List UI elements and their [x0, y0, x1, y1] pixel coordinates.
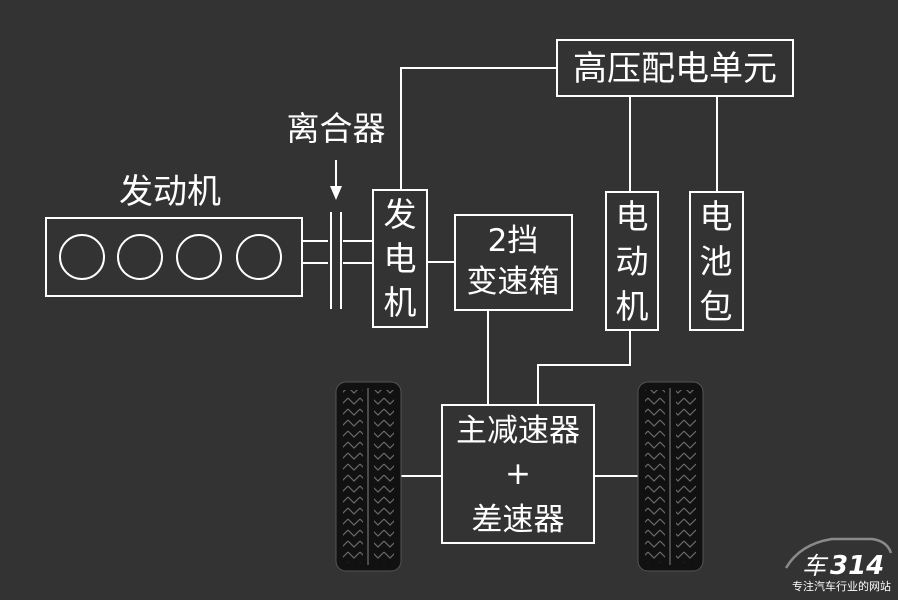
battery-label-char: 包: [700, 287, 733, 326]
reducer-label-line2: 差速器: [472, 502, 565, 538]
generator-box: [372, 189, 428, 328]
final-drive-differential: 主减速器 + 差速器: [441, 404, 595, 544]
hv-unit-label: 高压配电单元: [573, 49, 777, 89]
reducer-box: [441, 404, 595, 544]
engine-box: [45, 217, 303, 297]
motor-label-char: 动: [616, 242, 649, 281]
reducer-label-plus: +: [505, 456, 531, 492]
clutch: 离合器: [287, 109, 386, 309]
generator-label-char: 电: [384, 239, 417, 278]
left-tire-tread: [374, 390, 394, 563]
left-tire-tread: [343, 390, 363, 563]
connection-lines: [302, 67, 718, 477]
motor-label-char: 电: [616, 197, 649, 236]
gearbox-box: [454, 214, 573, 311]
engine: 发动机: [45, 172, 303, 297]
motor-reducer-line: [537, 330, 631, 405]
right-tire-tread: [645, 390, 665, 563]
motor-box: [605, 191, 659, 331]
gearbox-label-line1: 2挡: [488, 223, 539, 259]
right-wheel: [637, 381, 704, 572]
clutch-arrow-icon: [330, 186, 342, 200]
cylinder-icon: [236, 234, 282, 280]
generator: 发 电 机: [372, 189, 428, 328]
battery-label-char: 池: [700, 242, 733, 281]
reducer-label-line1: 主减速器: [456, 413, 580, 449]
engine-label: 发动机: [119, 172, 221, 212]
watermark-tagline: 专注汽车行业的网站: [792, 579, 891, 593]
generator-hv-line: [400, 67, 557, 190]
battery-pack: 电 池 包: [689, 191, 744, 331]
watermark: 车 314 专注汽车行业的网站: [784, 537, 893, 593]
right-tire-tread: [676, 390, 696, 563]
clutch-label: 离合器: [287, 109, 386, 148]
motor-label-char: 机: [616, 287, 649, 326]
gearbox: 2挡 变速箱: [454, 214, 573, 311]
cylinder-icon: [176, 234, 222, 280]
car-logo-icon: [784, 537, 893, 569]
gearbox-label-line2: 变速箱: [467, 264, 560, 300]
hv-distribution-unit: 高压配电单元: [556, 39, 794, 97]
generator-label-char: 发: [384, 195, 417, 234]
cylinder-icon: [117, 234, 163, 280]
cylinder-icon: [59, 234, 105, 280]
left-wheel: [335, 381, 402, 572]
hv-unit-box: [556, 39, 794, 97]
motor: 电 动 机: [605, 191, 659, 331]
watermark-logo-number: 314: [830, 551, 884, 581]
battery-label-char: 电: [700, 197, 733, 236]
watermark-logo-prefix: 车: [802, 552, 829, 580]
battery-box: [689, 191, 744, 331]
generator-label-char: 机: [384, 283, 417, 322]
